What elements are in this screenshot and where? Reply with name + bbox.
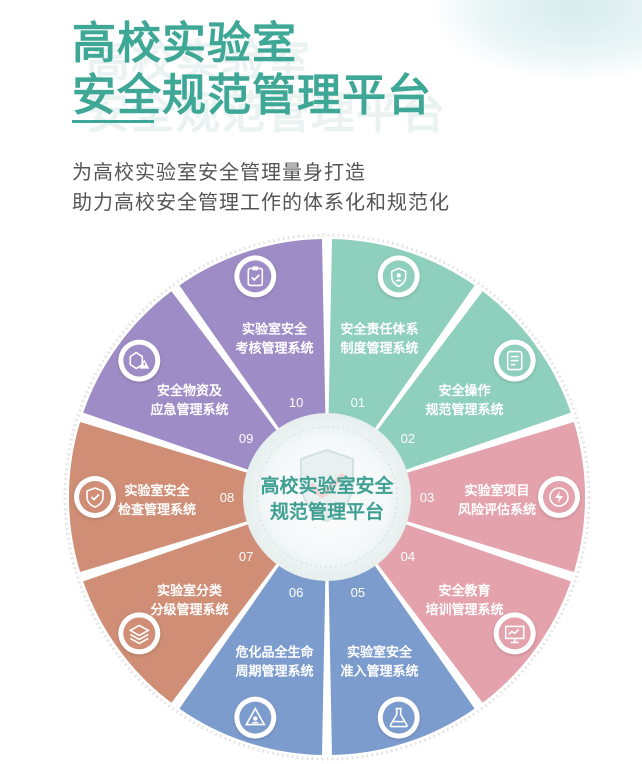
segment-03-number: 03 — [420, 490, 434, 505]
title-underline — [72, 120, 154, 123]
title-line-2: 安全规范管理平台 — [72, 71, 432, 120]
segment-06-label-line-1: 危化品全生命 — [235, 645, 314, 660]
lightning-icon — [538, 476, 580, 518]
person-shield-icon — [377, 255, 420, 298]
segment-06-shape — [179, 546, 326, 755]
segment-05-number: 05 — [351, 585, 365, 600]
box-warning-icon — [118, 339, 161, 382]
hazard-icon — [234, 696, 277, 739]
segment-10-label-line-1: 实验室安全 — [242, 321, 308, 336]
segment-10-number: 10 — [289, 395, 303, 410]
center-shield-icon — [300, 448, 354, 523]
segment-08-number: 08 — [220, 490, 234, 505]
segment-04-label-line-1: 安全教育 — [438, 583, 490, 598]
subtitle-line-1: 为高校实验室安全管理量身打造 — [72, 162, 366, 184]
segment-02-label-line-2: 规范管理系统 — [425, 402, 503, 417]
segment-05-label-line-2: 准入管理系统 — [340, 664, 418, 679]
document-icon — [493, 339, 536, 382]
segment-07-label-line-2: 分级管理系统 — [150, 602, 228, 617]
segment-02-shape — [363, 291, 571, 478]
segment-07-label-line-1: 实验室分类 — [157, 583, 223, 598]
segment-08-label-line-1: 实验室安全 — [124, 483, 190, 498]
center-check-icon — [309, 473, 345, 499]
segment-01-shape — [328, 239, 475, 448]
segment-01-label-line-1: 安全责任体系 — [340, 321, 418, 336]
segment-10-shape — [179, 239, 326, 448]
layers-icon — [118, 612, 161, 655]
title-watermark: 高校实验室 安全规范管理平台 — [86, 37, 446, 138]
clipboard-check-icon — [234, 255, 277, 298]
shield-check-icon — [74, 476, 116, 518]
segment-08-shape — [68, 422, 270, 572]
subtitle-line-2: 助力高校安全管理工作的体系化和规范化 — [72, 192, 450, 214]
center-title-line-2: 规范管理平台 — [270, 500, 384, 523]
segment-02-number: 02 — [401, 431, 415, 446]
segment-03-label-line-2: 风险评估系统 — [458, 502, 536, 517]
outer-dotted-ring — [63, 233, 591, 761]
segment-03-shape — [384, 422, 586, 572]
center-dotted-ring — [256, 426, 398, 568]
presentation-icon — [493, 612, 536, 655]
segment-02-label-line-1: 安全操作 — [438, 383, 490, 398]
segment-04-number: 04 — [401, 549, 415, 564]
center-title-line-1: 高校实验室安全 — [260, 474, 394, 497]
segment-03-label-line-1: 实验室项目 — [464, 483, 529, 498]
segment-07-shape — [83, 516, 291, 703]
segment-09-label-line-1: 安全物资及 — [157, 383, 223, 398]
page-title: 高校实验室 安全规范管理平台 — [72, 18, 432, 122]
segment-06-label-line-2: 周期管理系统 — [235, 664, 313, 679]
segment-05-label-line-1: 实验室安全 — [347, 645, 413, 660]
flask-icon — [377, 696, 420, 739]
segment-06-number: 06 — [289, 585, 303, 600]
segment-05-shape — [328, 546, 475, 755]
segment-01-label-line-2: 制度管理系统 — [340, 340, 418, 355]
segment-07-number: 07 — [239, 549, 253, 564]
segment-09-shape — [83, 291, 291, 478]
title-line-1: 高校实验室 — [72, 19, 297, 68]
segment-09-number: 09 — [239, 431, 253, 446]
segment-10-label-line-2: 考核管理系统 — [235, 340, 313, 355]
segment-04-shape — [363, 516, 571, 703]
segment-09-label-line-2: 应急管理系统 — [150, 402, 228, 417]
segment-01-number: 01 — [351, 395, 365, 410]
segment-04-label-line-2: 培训管理系统 — [425, 602, 503, 617]
segment-08-label-line-2: 检查管理系统 — [118, 502, 196, 517]
corner-decoration — [432, 0, 642, 80]
